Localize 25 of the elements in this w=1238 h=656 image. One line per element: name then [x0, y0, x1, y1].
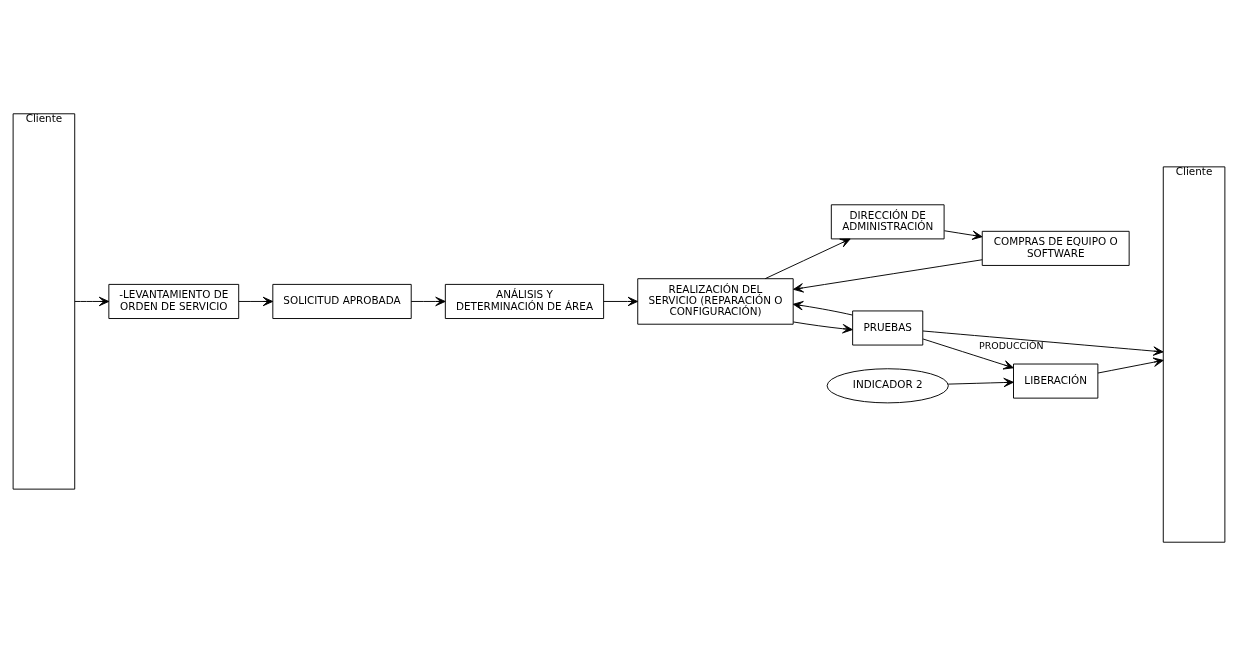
node-box: Cliente [1162, 166, 1226, 543]
node-box: LIBERACIÓN [1013, 363, 1099, 399]
arrow [74, 296, 110, 307]
arrow [603, 296, 638, 307]
node-box: Cliente [12, 113, 76, 490]
arrow [792, 300, 853, 316]
arrow [1097, 357, 1164, 374]
arrow [922, 330, 1164, 356]
arrow [410, 296, 446, 307]
node-box: PRUEBAS [852, 310, 924, 346]
arrow [943, 230, 983, 240]
node-ellipse: INDICADOR 2 [826, 368, 949, 404]
node-box: SOLICITUD APROBADA [272, 283, 412, 319]
node-box: REALIZACIÓN DEL SERVICIO (REPARACIÓN O CONFIGURACIÓN) [637, 278, 794, 325]
arrow [238, 296, 274, 307]
arrow [947, 377, 1014, 388]
node-box: DIRECCIÓN DE ADMINISTRACIÓN [830, 204, 945, 240]
node-box: ANÁLISIS Y DETERMINACIÓN DE ÁREA [444, 283, 605, 319]
arrow [922, 338, 1014, 370]
node-box: COMPRAS DE EQUIPO O SOFTWARE [981, 230, 1130, 266]
node-box: -LEVANTAMIENTO DE ORDEN DE SERVICIO [108, 283, 240, 319]
arrow [764, 238, 851, 280]
edge-label: PRODUCCIÓN [979, 340, 1044, 352]
arrow [793, 259, 983, 293]
arrow [792, 321, 853, 334]
